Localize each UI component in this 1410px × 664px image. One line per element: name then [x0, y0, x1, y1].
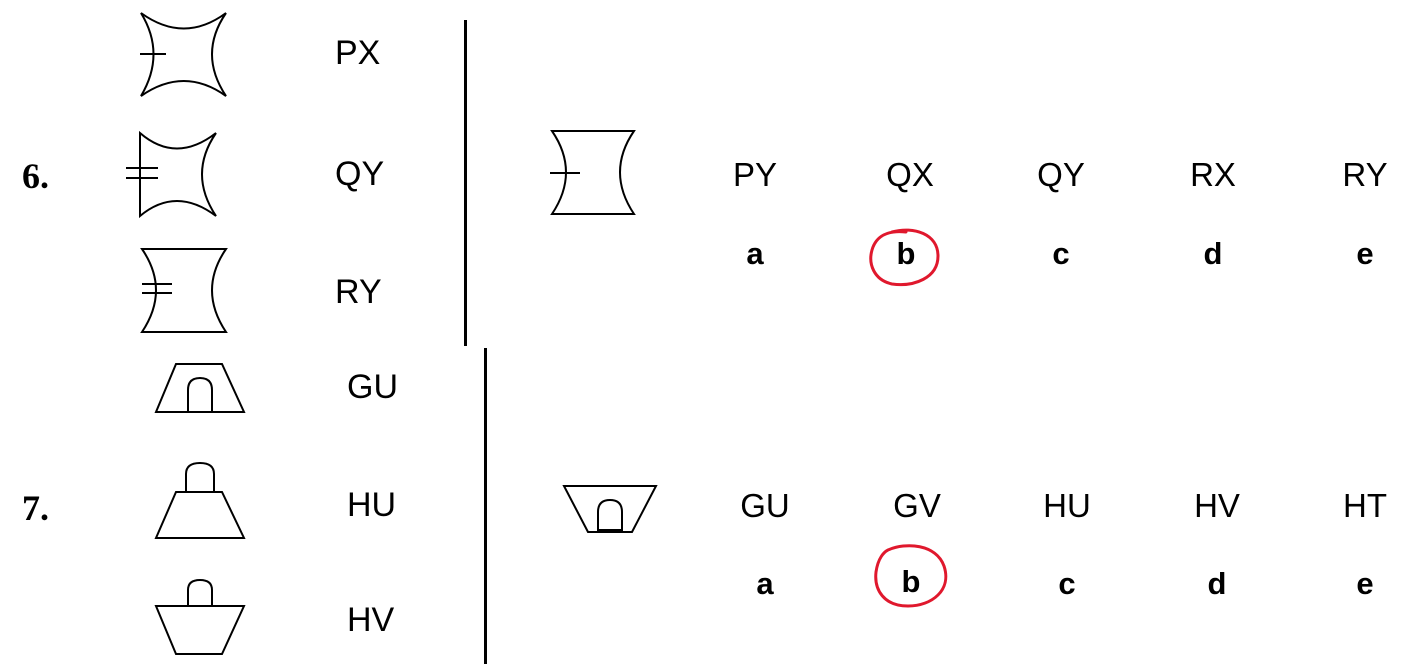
option-letter-c[interactable]: c — [1058, 566, 1076, 601]
option-code: GU — [740, 487, 790, 524]
figure-trapezoid-white-arch-on-top — [154, 461, 246, 539]
code-label: HU — [347, 486, 397, 524]
option-code: HV — [1194, 487, 1240, 524]
option-code: GV — [893, 487, 941, 524]
target-figure-concave-sides-one-tick — [550, 130, 636, 215]
option-letter-a[interactable]: a — [746, 236, 764, 271]
divider-line — [464, 20, 467, 346]
option-code: QY — [1037, 156, 1085, 193]
code-label: QY — [335, 155, 385, 193]
option-letter-c[interactable]: c — [1052, 236, 1070, 271]
code-label: RY — [335, 273, 382, 311]
option-letter-e[interactable]: e — [1356, 236, 1374, 271]
option-code: PY — [732, 156, 778, 193]
figure-concave-top-bottom-two-ticks — [126, 130, 217, 219]
code-label: HV — [347, 601, 395, 639]
option-letter-d[interactable]: d — [1207, 566, 1227, 601]
question-number: 7. — [22, 488, 49, 528]
option-letter-b[interactable]: b — [896, 236, 916, 271]
figure-inverted-trapezoid-grey-arch-on-top — [154, 578, 246, 655]
option-code: RX — [1190, 156, 1236, 193]
question-number: 6. — [22, 156, 49, 196]
red-circle-annotation — [869, 228, 940, 287]
option-code: HU — [1043, 487, 1091, 524]
code-label: PX — [335, 34, 381, 72]
target-figure-inverted-trapezoid-black-inner-arch — [562, 485, 658, 533]
divider-line — [484, 348, 487, 664]
red-circle-annotation — [874, 544, 948, 608]
code-label: GU — [347, 368, 398, 406]
option-code: QX — [886, 156, 934, 193]
option-code: RY — [1342, 156, 1388, 193]
option-letter-b[interactable]: b — [901, 564, 921, 599]
option-letter-a[interactable]: a — [756, 566, 774, 601]
option-letter-d[interactable]: d — [1203, 236, 1223, 271]
figure-concave-square-one-tick — [140, 12, 227, 97]
option-letter-e[interactable]: e — [1356, 566, 1374, 601]
figure-concave-sides-two-ticks — [140, 248, 228, 333]
option-code: HT — [1343, 487, 1387, 524]
figure-trapezoid-grey-inner-arch — [154, 363, 246, 413]
